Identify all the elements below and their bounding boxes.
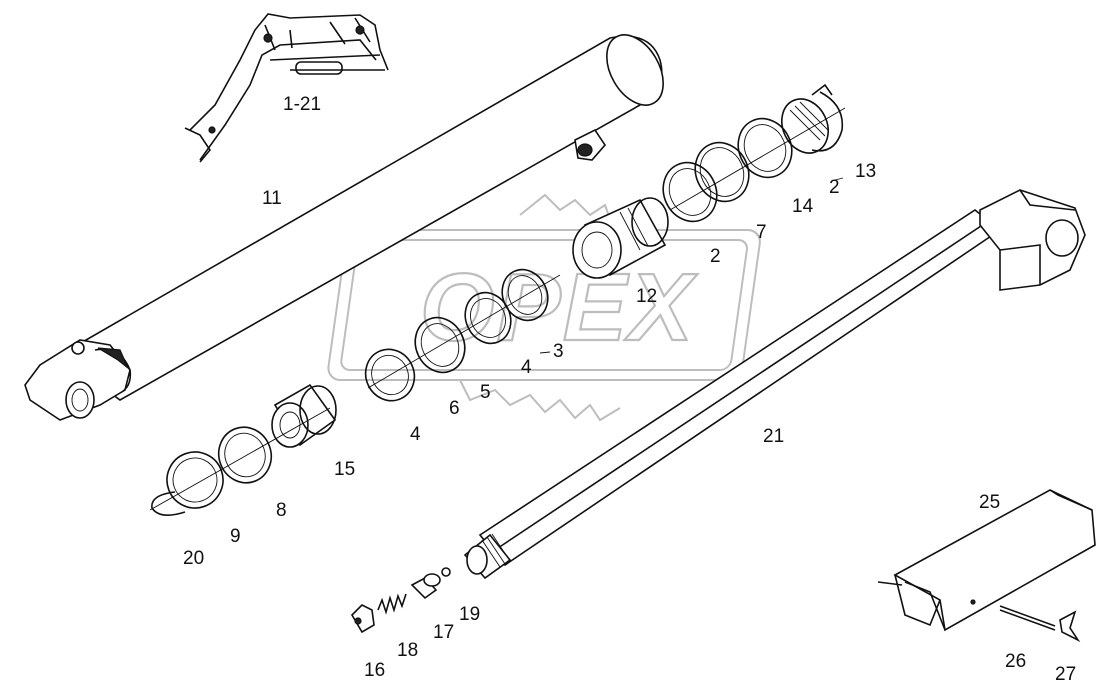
label-8: 8 [276, 500, 287, 521]
seal-rings-gland-group [364, 268, 561, 402]
gland-and-rings [149, 383, 337, 516]
seal-rings-piston-group [662, 83, 846, 223]
part-11-cylinder-barrel [24, 34, 664, 421]
label-26: 26 [1005, 651, 1026, 672]
label-4-lower: 4 [410, 424, 421, 445]
loader-arm-inset [184, 13, 389, 163]
label-2-upper: 2 [829, 177, 840, 198]
label-20: 20 [183, 548, 204, 569]
label-1-21: 1-21 [283, 94, 321, 115]
label-21: 21 [763, 426, 784, 447]
watermark-frame-inner [340, 239, 748, 371]
label-9: 9 [230, 526, 241, 547]
watermark-frame [327, 229, 761, 381]
part-12-piston [572, 197, 669, 279]
label-4-upper: 4 [521, 357, 532, 378]
label-15: 15 [334, 459, 355, 480]
part-21-piston-rod [463, 189, 1086, 580]
part-25-cover-plate [877, 489, 1096, 643]
label-18: 18 [397, 640, 418, 661]
part-number-labels: 1-21 11 13 2 14 7 2 12 3 4 5 6 4 21 15 8… [183, 94, 1076, 685]
label-19: 19 [459, 604, 480, 625]
label-2-lower: 2 [710, 246, 721, 267]
label-14: 14 [792, 196, 814, 217]
label-12: 12 [636, 286, 657, 307]
label-27: 27 [1055, 664, 1076, 685]
label-25: 25 [979, 492, 1000, 513]
label-13: 13 [855, 161, 876, 182]
label-6: 6 [449, 398, 460, 419]
label-5: 5 [480, 382, 491, 403]
leader-lines [539, 177, 844, 354]
valve-parts [350, 567, 451, 634]
label-16: 16 [364, 660, 385, 681]
label-3: 3 [553, 341, 564, 362]
label-7: 7 [756, 222, 767, 243]
label-17: 17 [433, 622, 454, 643]
label-11: 11 [262, 188, 282, 209]
